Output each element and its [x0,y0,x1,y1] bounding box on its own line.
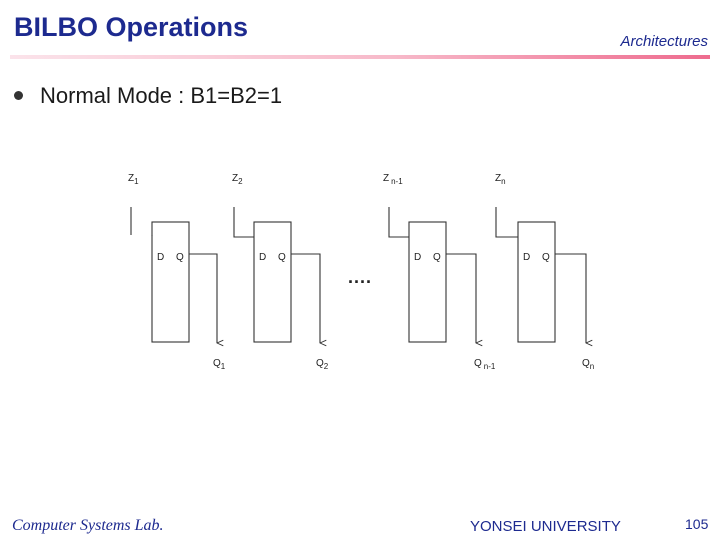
flipflop-box [151,221,190,343]
output-label-q2: Q2 [316,358,329,371]
output-wire [555,253,586,343]
input-wire [495,207,518,238]
flipflop-box [408,221,447,343]
input-label-z1: Z1 [128,173,139,186]
flipflop-cell-1 [130,207,217,343]
q-label: Q [433,252,441,263]
d-label: D [157,252,164,263]
ellipsis: .... [348,267,372,287]
bullet-text: Normal Mode : B1=B2=1 [40,83,283,108]
slide-title: BILBO Operations [14,12,249,42]
flipflop-cell-n [495,207,586,343]
flipflop-box [517,221,556,343]
input-wire [233,207,254,238]
flipflop-cell-2 [233,207,320,343]
input-label-z2: Z2 [232,173,243,186]
output-wire [189,253,217,343]
q-label: Q [542,252,550,263]
footer-university: YONSEI UNIVERSITY [470,518,621,535]
output-label-qn: Qn [582,358,594,371]
d-label: D [414,252,421,263]
section-label: Architectures [620,33,708,50]
input-wire [388,207,409,238]
input-label-zn: Zn [495,173,506,186]
output-wire [291,253,320,343]
bullet-item: Normal Mode : B1=B2=1 [14,83,282,109]
title-divider [10,55,710,59]
bullet-dot-icon [14,90,23,100]
output-wire [446,253,476,343]
output-label-q1: Q1 [213,358,226,371]
flipflop-cell-n-1 [388,207,476,343]
q-label: Q [176,252,184,263]
d-label: D [523,252,530,263]
flipflop-box [253,221,292,343]
footer-lab-name: Computer Systems Lab. [12,517,164,534]
q-label: Q [278,252,286,263]
d-label: D [259,252,266,263]
page-number: 105 [685,516,709,532]
